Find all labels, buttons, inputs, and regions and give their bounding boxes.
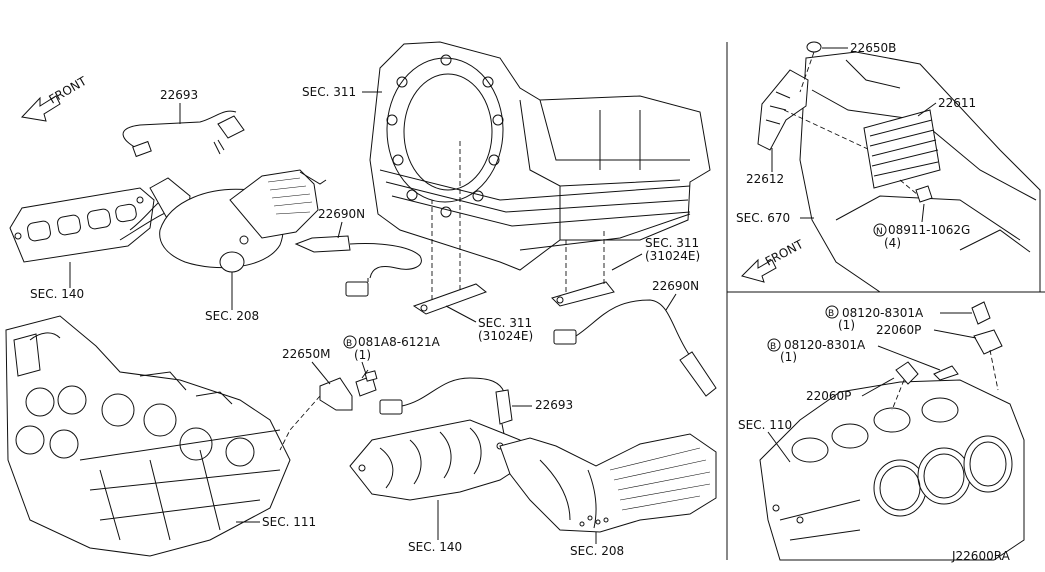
right-catalytic-converter (499, 433, 717, 533)
sensor-22690n-top (294, 235, 422, 297)
marker-n-08911: N (876, 227, 883, 237)
part-22650b: 22650B (850, 41, 896, 55)
part-22611: 22611 (938, 96, 976, 110)
engine-block-sec110 (759, 379, 1025, 561)
bolt-08120-8301a-a: 08120-8301A (842, 306, 924, 320)
sec-110: SEC. 110 (738, 418, 792, 432)
marker-b-081a8: B (346, 339, 352, 349)
front-label-left: FRONT (47, 74, 90, 107)
sensor-22693-mid (379, 377, 513, 435)
sec-111: SEC. 111 (262, 515, 316, 529)
part-22612: 22612 (746, 172, 784, 186)
bolt-08120-a-qty: (1) (838, 318, 855, 332)
sec-311-right: SEC. 311 (645, 236, 699, 250)
bolt-08120-8301a-b: 08120-8301A (784, 338, 866, 352)
nut-08911 (915, 185, 933, 203)
sec-311-right-sub: (31024E) (645, 249, 700, 263)
sec-311-mid-sub: (31024E) (478, 329, 533, 343)
knock-sensor-22060p-upper (971, 301, 1003, 391)
knock-sensor-22060p-lower (891, 361, 959, 411)
circle-b-marker-right-mid-icon (767, 338, 781, 352)
sensor-22690n-right (553, 299, 717, 397)
engine-cylinder-head-left (5, 315, 291, 557)
grommet-22650b (799, 41, 822, 93)
bracket-22650m (279, 369, 378, 451)
part-22690n-right: 22690N (652, 279, 699, 293)
circle-b-marker-icon (343, 335, 357, 349)
sec-670: SEC. 670 (736, 211, 790, 225)
circle-n-marker-icon (873, 223, 887, 237)
transmission-brackets (412, 140, 615, 315)
marker-b-08120-b: B (770, 342, 776, 352)
sec-208-bottom: SEC. 208 (570, 544, 624, 558)
sec-311-top: SEC. 311 (302, 85, 356, 99)
front-arrow-icon (20, 95, 61, 122)
part-22650m: 22650M (282, 347, 331, 361)
marker-b-08120-a: B (828, 309, 834, 319)
sensor-22693-top (122, 110, 245, 158)
bolt-081a8-qty: (1) (354, 348, 371, 362)
part-22693-top: 22693 (160, 88, 198, 102)
bolt-081a8-6121a: 081A8-6121A (358, 335, 441, 349)
sec-140-left: SEC. 140 (30, 287, 84, 301)
part-22060p-b: 22060P (806, 389, 851, 403)
sec-311-mid: SEC. 311 (478, 316, 532, 330)
ecm-bracket-22612 (757, 69, 871, 151)
part-22693-mid: 22693 (535, 398, 573, 412)
ecm-module-22611 (863, 109, 941, 201)
sec-208-left: SEC. 208 (205, 309, 259, 323)
left-catalytic-converter (149, 169, 327, 273)
sec-140-bottom: SEC. 140 (408, 540, 462, 554)
nut-08911-1062g: 08911-1062G (888, 223, 970, 237)
part-22690n-top: 22690N (318, 207, 365, 221)
transmission-housing (369, 41, 711, 271)
right-exhaust-manifold (349, 419, 529, 501)
circle-b-marker-right-top-icon (825, 305, 839, 319)
nut-08911-qty: (4) (884, 236, 901, 250)
diagram-id: J22600RA (951, 549, 1011, 563)
front-label-right: FRONT (763, 237, 806, 269)
part-22060p-a: 22060P (876, 323, 921, 337)
front-arrow-right-icon (741, 258, 777, 283)
bolt-08120-b-qty: (1) (780, 350, 797, 364)
